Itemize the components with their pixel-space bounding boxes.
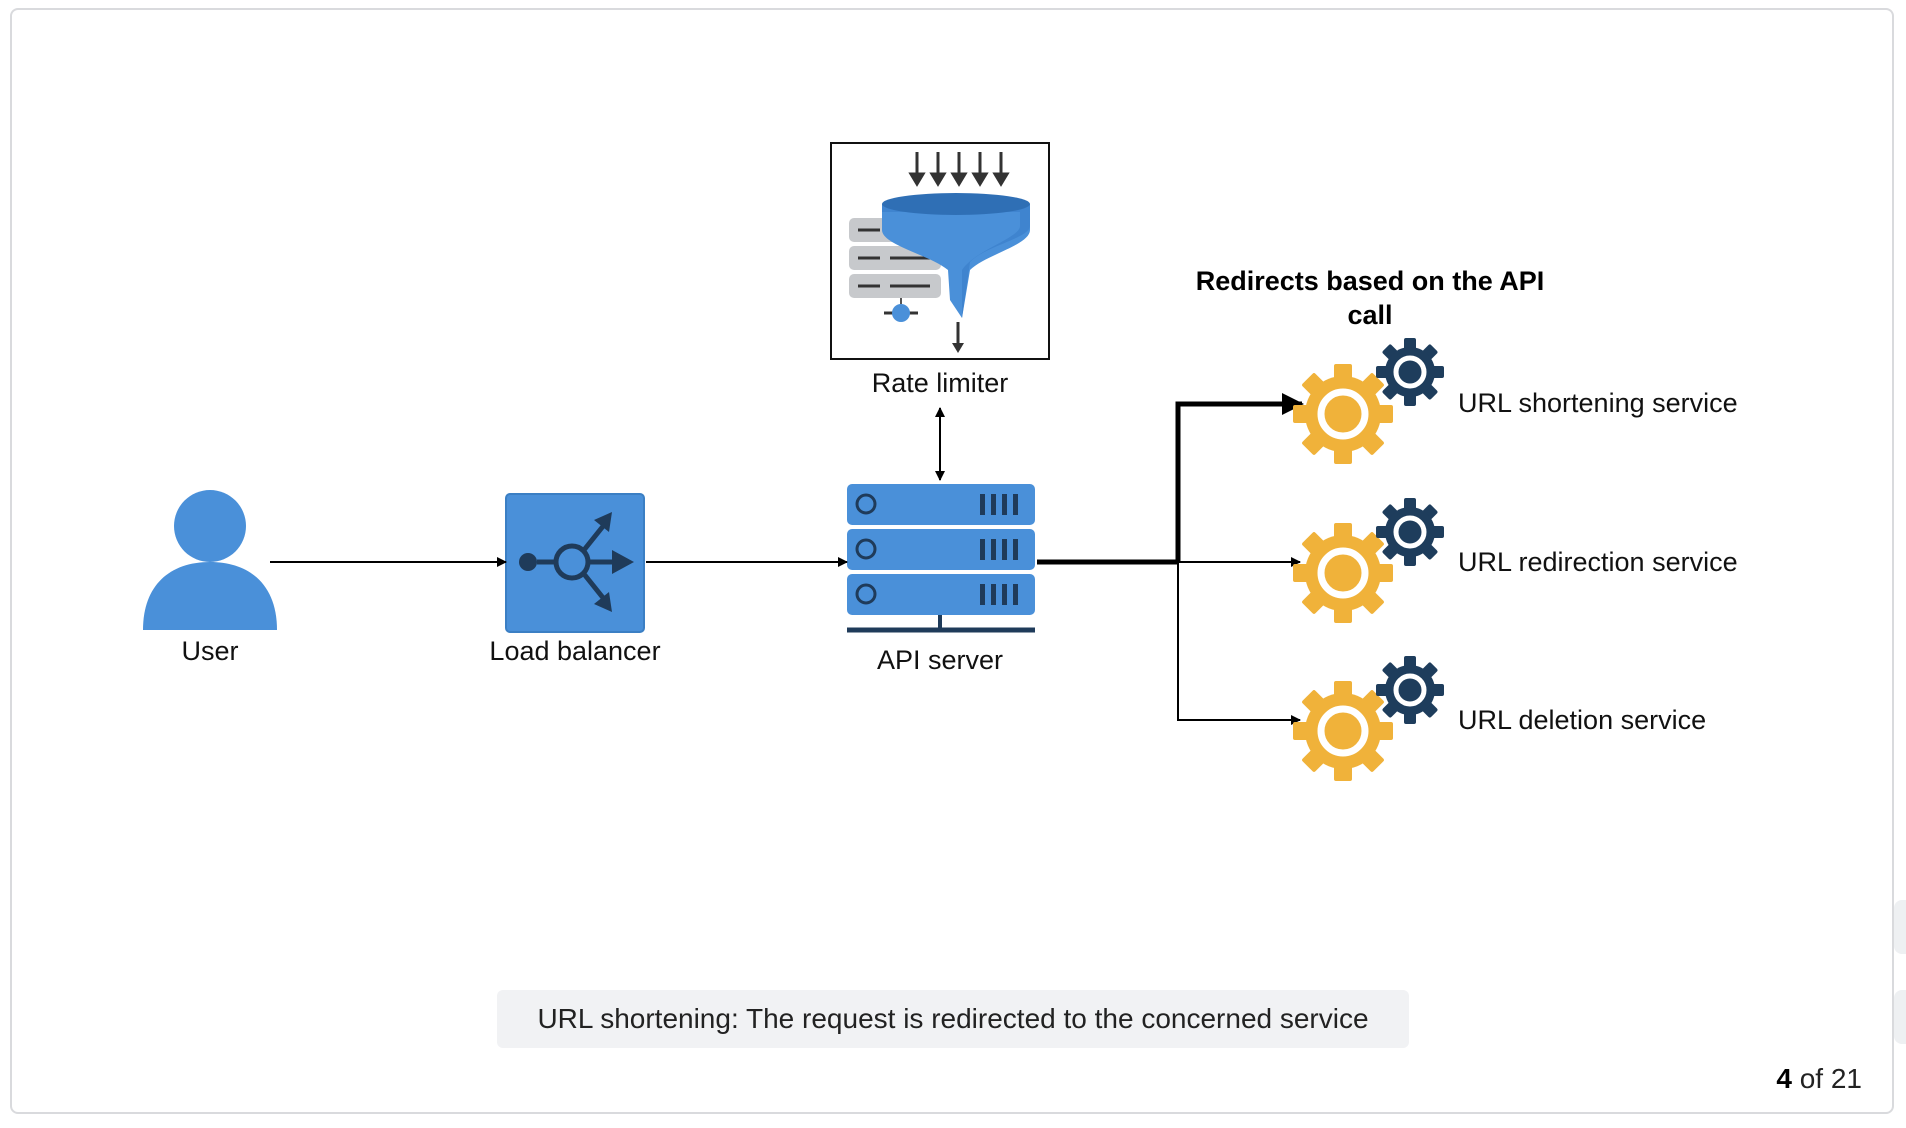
routing-heading: Redirects based on the API call [1195, 266, 1545, 330]
gear-icon [1376, 338, 1444, 406]
load-balancer-icon [505, 493, 645, 633]
edge-apiserver-shortening [1037, 393, 1304, 565]
user-label: User [181, 636, 239, 666]
caption-text: URL shortening: The request is redirecte… [537, 1003, 1369, 1034]
service-label-redirection: URL redirection service [1458, 547, 1738, 577]
gear-icon [1293, 364, 1393, 464]
gear-icon [1376, 498, 1444, 566]
next-slide-handle[interactable] [1894, 900, 1906, 954]
service-label-shortening: URL shortening service [1458, 388, 1738, 418]
pager-current: 4 [1776, 1063, 1792, 1094]
expand-handle[interactable] [1894, 990, 1906, 1044]
slide-pager: 4 of 21 [1776, 1063, 1862, 1095]
gear-icon [1376, 656, 1444, 724]
user-icon [143, 490, 277, 630]
slide-caption: URL shortening: The request is redirecte… [497, 990, 1409, 1048]
rate-limiter-icon [830, 142, 1050, 360]
pager-total: of 21 [1799, 1063, 1862, 1094]
rate-limiter-label: Rate limiter [871, 368, 1009, 398]
api-server-label: API server [876, 645, 1004, 675]
service-label-deletion: URL deletion service [1458, 705, 1707, 735]
load-balancer-label: Load balancer [489, 636, 661, 666]
edge-apiserver-deletion [1177, 562, 1301, 725]
server-icon [847, 484, 1035, 633]
